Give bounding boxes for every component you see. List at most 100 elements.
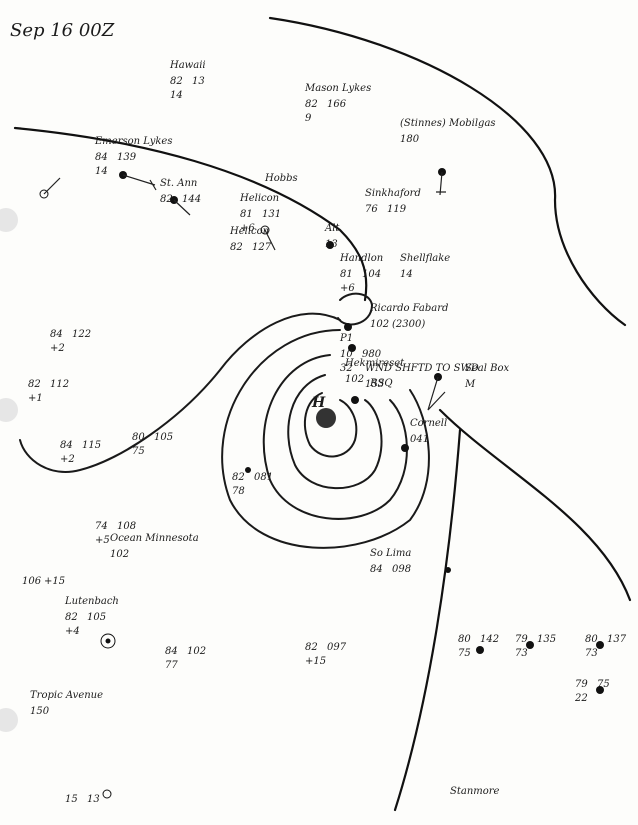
station-temp: 14 [400, 269, 413, 280]
station-temp: 80 [132, 432, 145, 443]
station-extra: +5 [95, 535, 110, 546]
station-name: Helicon [229, 226, 269, 237]
station-extra: 78 [232, 486, 245, 497]
station-pressure: 098 [392, 564, 411, 575]
station-temp: 15 [65, 794, 78, 805]
station-pressure: 75 [597, 679, 610, 690]
station-extra: 73 [515, 648, 528, 659]
station-pressure: 137 [607, 634, 627, 645]
station-temp: 10 [340, 349, 353, 360]
station-extra: +1 [28, 393, 43, 404]
station-temp: 81 [340, 269, 353, 280]
station-pressure: 102 [187, 646, 206, 657]
station-temp: 84 [370, 564, 383, 575]
station-alt: Alt 13 [324, 223, 340, 250]
station-temp: 150 [30, 706, 50, 717]
station-pressure: 13 [192, 76, 205, 87]
front-line-west [13, 126, 368, 302]
station-e3: 80 137 73 [585, 634, 627, 659]
binder-hole-top [0, 208, 18, 232]
station-temp: 82 [230, 242, 243, 253]
station-symbols [39, 168, 604, 799]
station-name: Helicon [239, 193, 279, 204]
station-pressure: 13 [87, 794, 100, 805]
station-extra: 75 [132, 446, 145, 457]
station-temp: 82 [305, 99, 318, 110]
station-pressure: 104 [362, 269, 381, 280]
front-line-upper [268, 16, 627, 327]
station-pressure: 131 [262, 209, 281, 220]
station-extra: 14 [170, 90, 183, 101]
station-temp: 79 [515, 634, 528, 645]
station-pressure: 105 [154, 432, 173, 443]
station-left4: 80 105 75 [132, 432, 173, 457]
station-name: WND SHFTD TO SWD [365, 363, 479, 374]
station-extra: 9 [305, 113, 312, 124]
station-extra: +2 [50, 343, 65, 354]
station-emerson-lykes: Emerson Lykes 84 139 14 [94, 136, 172, 177]
station-name: RSQ [369, 378, 393, 389]
station-temp: 153 [365, 379, 384, 390]
station-temp: 80 [585, 634, 598, 645]
station-hobbs: Hobbs [264, 173, 298, 184]
station-temp: 84 [95, 152, 108, 163]
station-pressure: 166 [327, 99, 347, 110]
station-temp: 82 [170, 76, 183, 87]
station-extra: 73 [585, 648, 598, 659]
binder-hole-bottom [0, 708, 18, 732]
station-extra: +4 [65, 626, 80, 637]
station-temp: 13 [325, 239, 338, 250]
station-extra: 75 [458, 648, 471, 659]
station-name: Handlon [339, 253, 383, 264]
binder-hole-middle [0, 398, 18, 422]
front-line-east [438, 408, 632, 602]
station-name: (Stinnes) Mobilgas [400, 118, 496, 129]
station-pressure: 112 [50, 379, 69, 390]
station-pressure: 980 [362, 349, 382, 360]
station-extra: 14 [95, 166, 108, 177]
station-tropic: Tropic Avenue 150 [30, 690, 103, 717]
storm-isobars [19, 292, 430, 549]
station-temp: 82 [65, 612, 78, 623]
station-name: Emerson Lykes [94, 136, 172, 147]
station-temp: 74 [95, 521, 108, 532]
station-name: Alt [324, 223, 340, 234]
station-temp: 79 [575, 679, 588, 690]
station-temp: 82 [160, 194, 173, 205]
station-temp: 84 [60, 440, 73, 451]
station-temp: 84 [50, 329, 63, 340]
station-pressure: 144 [182, 194, 201, 205]
station-pressure: 105 [87, 612, 106, 623]
front-line-south [393, 428, 462, 812]
station-name: Cornell [410, 418, 447, 429]
station-name: Seal Box [465, 363, 509, 374]
station-temp: 84 [165, 646, 178, 657]
station-name: Tropic Avenue [30, 690, 103, 701]
station-rsq: RSQ [369, 378, 393, 389]
station-extra: 22 [574, 693, 588, 704]
station-pressure: 139 [117, 152, 137, 163]
